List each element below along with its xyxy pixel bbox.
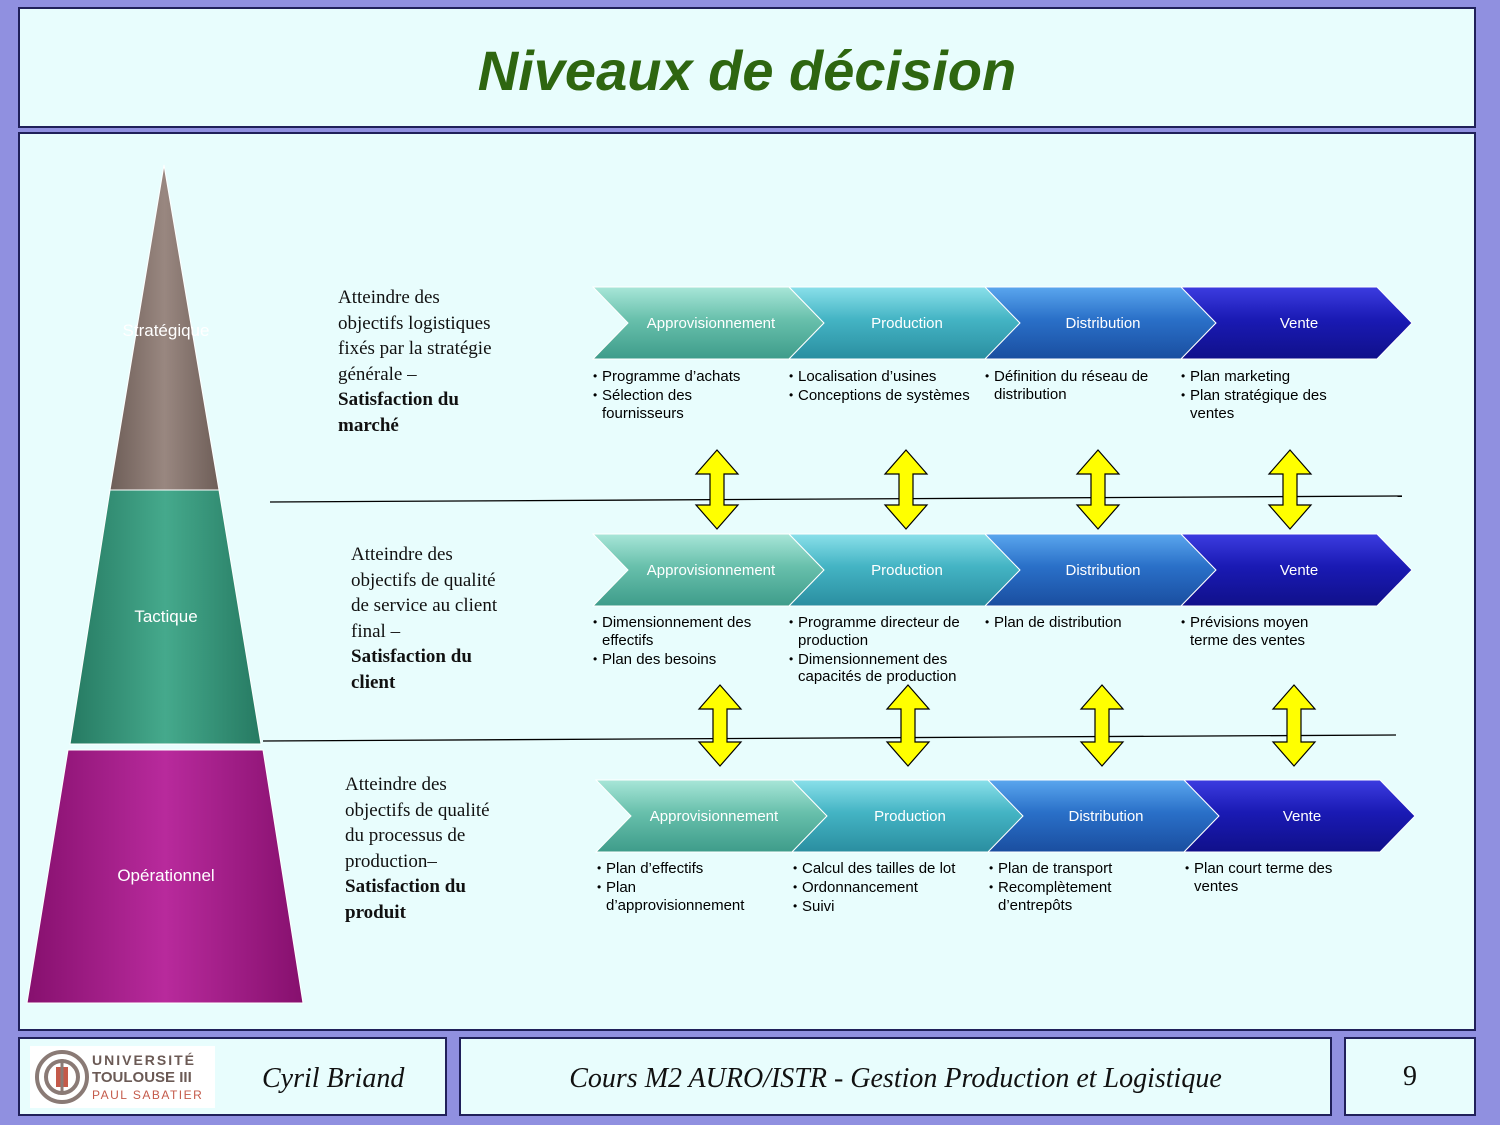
tactical-description: Atteindre des objectifs de qualité de se… [351, 544, 498, 693]
footer-course-panel: Cours M2 AURO/ISTR - Gestion Production … [459, 1037, 1332, 1116]
bullet-item: Plan de transport [989, 860, 1165, 878]
bullet-list-row3-supply: Plan d’effectifsPlan d’approvisionnement [597, 860, 765, 916]
bullet-list-row3-sales: Plan court terme des ventes [1185, 860, 1350, 897]
bullet-list-row3-production: Calcul des tailles de lotOrdonnancementS… [793, 860, 975, 917]
bullet-list-row2-distribution: Plan de distribution [985, 614, 1161, 633]
double-arrow-lower-1 [697, 684, 743, 767]
chevron-sales-label-row2: Vente [1280, 562, 1318, 579]
chevron-supply-label-row1: Approvisionnement [647, 315, 776, 332]
bullet-item: Plan court terme des ventes [1185, 860, 1350, 895]
footer-author-panel: UNIVERSITÉ TOULOUSE III PAUL SABATIER Cy… [18, 1037, 447, 1116]
strategic-description: Atteindre des objectifs logistiques fixé… [338, 287, 492, 436]
double-arrow-lower-2 [885, 684, 931, 767]
chevron-distribution-label-row2: Distribution [1065, 562, 1140, 579]
chevron-sales-label-row1: Vente [1280, 315, 1318, 332]
bullet-item: Plan de distribution [985, 614, 1161, 632]
bullet-item: Calcul des tailles de lot [793, 860, 975, 878]
separator-line-1 [269, 495, 1403, 503]
chevron-sales-label-row3: Vente [1283, 808, 1321, 825]
chevron-sales-row3 [1182, 779, 1416, 853]
chevron-supply-label-row2: Approvisionnement [647, 562, 776, 579]
chevron-distribution-label-row1: Distribution [1065, 315, 1140, 332]
pyramid-tactical [69, 489, 262, 745]
bullet-item: Recomplètement d’entrepôts [989, 879, 1165, 914]
double-arrow-lower-3 [1079, 684, 1125, 767]
chevron-sales-row1 [1179, 286, 1413, 360]
university-name-line1: UNIVERSITÉ [92, 1052, 197, 1068]
title-panel: Niveaux de décision [18, 7, 1476, 128]
university-name-line3: PAUL SABATIER [92, 1088, 204, 1102]
bullet-item: Plan marketing [1181, 368, 1346, 386]
chevron-distribution-label-row3: Distribution [1068, 808, 1143, 825]
page-title: Niveaux de décision [477, 39, 1017, 102]
double-arrow-upper-1 [694, 449, 740, 530]
operational-description: Atteindre des objectifs de qualité du pr… [345, 774, 490, 923]
page-number: 9 [1403, 1061, 1417, 1092]
bullet-list-row2-supply: Dimensionnement des effectifsPlan des be… [593, 614, 761, 670]
bullet-list-row1-distribution: Définition du réseau de distribution [985, 368, 1161, 405]
chevron-production-label-row3: Production [874, 808, 946, 825]
bullet-item: Localisation d’usines [789, 368, 971, 386]
double-arrow-upper-4 [1267, 449, 1313, 530]
course-name: Cours M2 AURO/ISTR - Gestion Production … [569, 1063, 1222, 1094]
bullet-list-row3-distribution: Plan de transportRecomplètement d’entrep… [989, 860, 1165, 916]
bullet-item: Plan d’approvisionnement [597, 879, 765, 914]
bullet-item: Dimensionnement des effectifs [593, 614, 761, 649]
university-name-line2: TOULOUSE III [92, 1069, 192, 1086]
chevron-production-label-row2: Production [871, 562, 943, 579]
bullet-item: Prévisions moyen terme des ventes [1181, 614, 1346, 649]
bullet-item: Sélection des fournisseurs [593, 387, 761, 422]
bullet-item: Dimensionnement des capacités de product… [789, 651, 971, 686]
pyramid-strategic-label: Stratégique [123, 321, 210, 340]
bullet-item: Suivi [793, 898, 975, 916]
double-arrow-upper-3 [1075, 449, 1121, 530]
bullet-list-row1-sales: Plan marketingPlan stratégique des vente… [1181, 368, 1346, 424]
separator-line-2 [262, 734, 1397, 742]
chevron-supply-label-row3: Approvisionnement [650, 808, 779, 825]
bullet-list-row2-production: Programme directeur de productionDimensi… [789, 614, 971, 687]
university-seal-icon [35, 1050, 89, 1104]
university-logo: UNIVERSITÉ TOULOUSE III PAUL SABATIER [30, 1046, 215, 1108]
footer-page-panel: 9 [1344, 1037, 1476, 1116]
bullet-item: Plan stratégique des ventes [1181, 387, 1346, 422]
bullet-item: Plan d’effectifs [597, 860, 765, 878]
bullet-item: Conceptions de systèmes [789, 387, 971, 405]
bullet-item: Plan des besoins [593, 651, 761, 669]
bullet-item: Ordonnancement [793, 879, 975, 897]
bullet-item: Définition du réseau de distribution [985, 368, 1161, 403]
bullet-list-row1-production: Localisation d’usinesConceptions de syst… [789, 368, 971, 406]
bullet-list-row1-supply: Programme d’achatsSélection des fourniss… [593, 368, 761, 424]
pyramid-operational [26, 749, 304, 1004]
pyramid-tactical-label: Tactique [134, 607, 197, 626]
chevron-production-label-row1: Production [871, 315, 943, 332]
chevron-sales-row2 [1179, 533, 1413, 607]
bullet-list-row2-sales: Prévisions moyen terme des ventes [1181, 614, 1346, 651]
bullet-item: Programme directeur de production [789, 614, 971, 649]
bullet-item: Programme d’achats [593, 368, 761, 386]
double-arrow-lower-4 [1271, 684, 1317, 767]
double-arrow-upper-2 [883, 449, 929, 530]
pyramid-operational-label: Opérationnel [117, 866, 214, 885]
author-name: Cyril Briand [262, 1063, 405, 1094]
